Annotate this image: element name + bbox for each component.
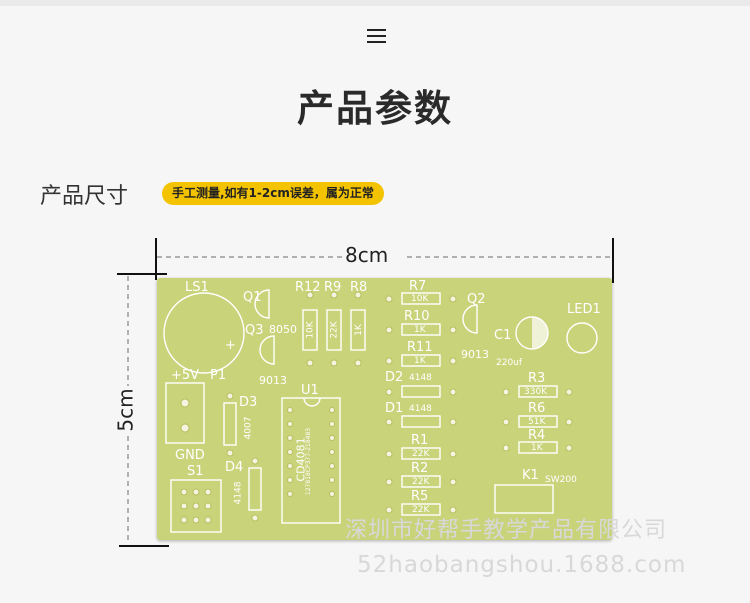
label-d2: D2 — [385, 370, 404, 385]
r7-body — [401, 292, 441, 305]
label-r4: R4 — [528, 428, 546, 443]
label-d3: D3 — [239, 395, 258, 410]
label-r3-value: 330K — [524, 387, 548, 397]
pcb-board: LS1 + Q1 Q3 8050 9013 R12 R9 R8 10K 22K … — [157, 278, 612, 540]
label-k1: K1 — [522, 468, 539, 483]
pcb-silkscreen — [163, 289, 598, 533]
width-right-tick — [612, 238, 614, 283]
label-r12: R12 — [295, 280, 321, 295]
k1-body — [494, 484, 554, 514]
width-left-tick — [155, 238, 157, 280]
page-title: 产品参数 — [297, 87, 453, 130]
label-chip-code: 127818CP377-218483 — [305, 427, 313, 496]
r3-body — [518, 385, 558, 398]
label-r8-value: 1K — [353, 324, 364, 336]
height-top-tick — [117, 273, 167, 275]
label-q1: Q1 — [243, 290, 262, 305]
measurement-note-badge: 手工测量,如有1-2cm误差，属为正常 — [162, 182, 384, 205]
width-dimension: 8cm — [345, 243, 389, 267]
label-q2: Q2 — [467, 292, 486, 307]
label-u1: U1 — [301, 383, 319, 398]
r10-body — [401, 323, 441, 336]
label-r2: R2 — [411, 461, 429, 476]
r2-body — [401, 475, 441, 488]
r8-body — [350, 309, 366, 351]
label-d2-value: 4148 — [409, 373, 432, 383]
r11-body — [401, 354, 441, 367]
label-r1-value: 22K — [412, 449, 430, 459]
label-c1: C1 — [494, 328, 512, 343]
label-r8: R8 — [350, 280, 368, 295]
label-r9: R9 — [324, 280, 342, 295]
label-d4-value: 4148 — [233, 481, 244, 505]
label-9013-a: 9013 — [259, 374, 287, 387]
label-r10: R10 — [404, 309, 430, 324]
label-r1: R1 — [411, 433, 429, 448]
r4-body — [518, 441, 558, 454]
label-r9-value: 22K — [329, 321, 340, 339]
r5-body — [401, 503, 441, 516]
r9-body — [326, 309, 342, 351]
menu-icon[interactable] — [367, 29, 386, 43]
label-5v: +5V — [171, 368, 200, 383]
label-r7-value: 10K — [411, 294, 429, 304]
height-dimension: 5cm — [113, 388, 138, 432]
label-d1: D1 — [385, 401, 404, 416]
p1-body — [165, 382, 205, 444]
label-r3: R3 — [528, 371, 546, 386]
label-s1: S1 — [187, 464, 204, 479]
label-r2-value: 22K — [412, 477, 430, 487]
top-bar — [0, 0, 750, 6]
r12-body — [302, 309, 318, 351]
buzzer-outline — [163, 292, 245, 374]
d1-body — [401, 415, 441, 428]
label-8050: 8050 — [269, 323, 297, 336]
label-r10-value: 1K — [414, 325, 426, 335]
label-r6: R6 — [528, 401, 546, 416]
label-gnd: GND — [175, 448, 205, 463]
d2-body — [401, 385, 441, 398]
label-r11-value: 1K — [414, 356, 426, 366]
q2-outline — [462, 304, 478, 334]
label-9013-b: 9013 — [461, 348, 489, 361]
label-r7: R7 — [409, 279, 427, 294]
d4-body — [248, 467, 262, 511]
label-plus-buzzer: + — [225, 338, 236, 353]
width-dash-line — [157, 256, 612, 258]
d3-body — [223, 402, 237, 446]
c1-stripe — [532, 317, 548, 349]
height-dash-line — [127, 276, 129, 544]
u1-notch — [303, 397, 321, 407]
r1-body — [401, 447, 441, 460]
q1-outline — [254, 289, 270, 319]
label-d1-value: 4148 — [409, 404, 432, 414]
height-bottom-tick — [119, 545, 169, 547]
label-d3-value: 4007 — [243, 416, 254, 440]
label-sw200: SW200 — [545, 475, 577, 485]
label-r5-value: 22K — [412, 505, 430, 515]
label-q3: Q3 — [245, 323, 264, 338]
label-led1: LED1 — [567, 302, 601, 317]
u1-body — [281, 397, 341, 524]
label-r5: R5 — [411, 489, 429, 504]
watermark-company: 深圳市好帮手教学产品有限公司 — [345, 518, 668, 543]
label-r6-value: 51K — [528, 417, 546, 427]
label-d4: D4 — [225, 460, 244, 475]
watermark-site: 52haobangshou.1688.com — [357, 552, 687, 578]
label-c1-value: 220uf — [496, 358, 523, 368]
label-ls1: LS1 — [185, 280, 209, 295]
size-label: 产品尺寸 — [40, 184, 129, 209]
label-r12-value: 10K — [305, 321, 316, 339]
label-r4-value: 1K — [531, 443, 543, 453]
q3-outline — [259, 335, 275, 365]
label-p1: P1 — [210, 368, 227, 383]
led1-outline — [566, 322, 598, 354]
s1-body — [170, 479, 222, 533]
label-r11: R11 — [407, 340, 433, 355]
r6-body — [518, 415, 558, 428]
